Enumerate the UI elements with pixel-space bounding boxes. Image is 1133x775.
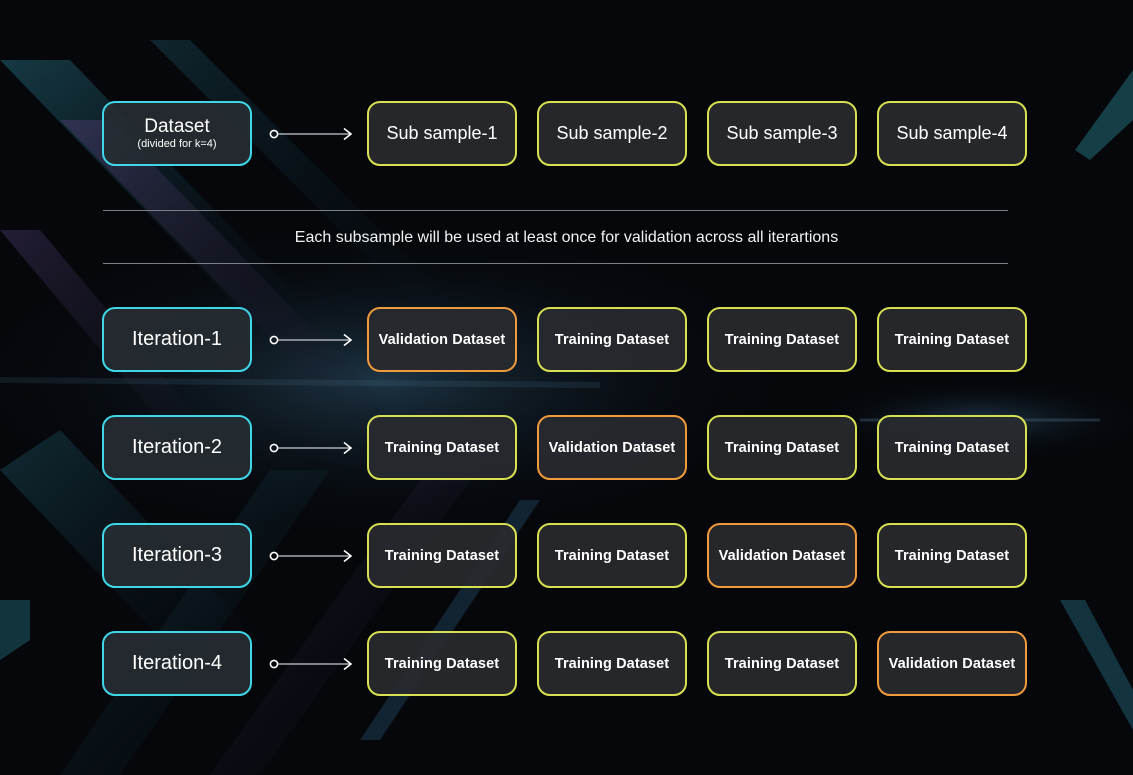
subsample-label: Sub sample-1 [386, 123, 498, 143]
training-dataset-box: Training Dataset [537, 307, 687, 372]
training-dataset-box: Training Dataset [537, 523, 687, 588]
divider-top [103, 210, 1008, 211]
cell-label: Training Dataset [894, 331, 1010, 348]
cell-label: Training Dataset [724, 439, 840, 456]
iteration-box-3: Iteration-3 [102, 523, 252, 588]
training-dataset-box: Training Dataset [367, 415, 517, 480]
cell-label: Training Dataset [384, 439, 500, 456]
subsample-box-2: Sub sample-2 [537, 101, 687, 166]
training-dataset-box: Training Dataset [367, 631, 517, 696]
iteration-3-arrow-icon [269, 549, 353, 563]
iteration-4-arrow-icon [269, 657, 353, 671]
cell-label: Training Dataset [554, 655, 670, 672]
iteration-label: Iteration-4 [131, 652, 223, 674]
subsample-box-3: Sub sample-3 [707, 101, 857, 166]
cell-label: Validation Dataset [888, 655, 1016, 672]
subsample-label: Sub sample-3 [726, 123, 838, 143]
training-dataset-box: Training Dataset [707, 307, 857, 372]
subsample-box-1: Sub sample-1 [367, 101, 517, 166]
dataset-subtitle: (divided for k=4) [137, 138, 217, 150]
cell-label: Training Dataset [554, 331, 670, 348]
subsample-label: Sub sample-2 [556, 123, 668, 143]
validation-dataset-box: Validation Dataset [707, 523, 857, 588]
cell-label: Training Dataset [894, 547, 1010, 564]
cell-label: Validation Dataset [378, 331, 506, 348]
iteration-box-2: Iteration-2 [102, 415, 252, 480]
training-dataset-box: Training Dataset [877, 415, 1027, 480]
cell-label: Validation Dataset [548, 439, 676, 456]
cell-label: Validation Dataset [718, 547, 846, 564]
cell-label: Training Dataset [384, 547, 500, 564]
training-dataset-box: Training Dataset [877, 523, 1027, 588]
iteration-2-arrow-icon [269, 441, 353, 455]
iteration-box-1: Iteration-1 [102, 307, 252, 372]
dataset-arrow-icon [269, 127, 353, 141]
iteration-box-4: Iteration-4 [102, 631, 252, 696]
cell-label: Training Dataset [894, 439, 1010, 456]
cell-label: Training Dataset [384, 655, 500, 672]
validation-dataset-box: Validation Dataset [877, 631, 1027, 696]
dataset-title: Dataset [144, 116, 210, 137]
cell-label: Training Dataset [724, 655, 840, 672]
iteration-label: Iteration-3 [131, 544, 223, 566]
training-dataset-box: Training Dataset [877, 307, 1027, 372]
training-dataset-box: Training Dataset [707, 415, 857, 480]
subsample-box-4: Sub sample-4 [877, 101, 1027, 166]
caption-text: Each subsample will be used at least onc… [294, 229, 839, 246]
cell-label: Training Dataset [554, 547, 670, 564]
validation-dataset-box: Validation Dataset [537, 415, 687, 480]
validation-dataset-box: Validation Dataset [367, 307, 517, 372]
iteration-1-arrow-icon [269, 333, 353, 347]
subsample-label: Sub sample-4 [896, 123, 1008, 143]
training-dataset-box: Training Dataset [707, 631, 857, 696]
dataset-box: Dataset (divided for k=4) [102, 101, 252, 166]
iteration-label: Iteration-1 [131, 328, 223, 350]
training-dataset-box: Training Dataset [537, 631, 687, 696]
divider-bottom [103, 263, 1008, 264]
iteration-label: Iteration-2 [131, 436, 223, 458]
cell-label: Training Dataset [724, 331, 840, 348]
training-dataset-box: Training Dataset [367, 523, 517, 588]
